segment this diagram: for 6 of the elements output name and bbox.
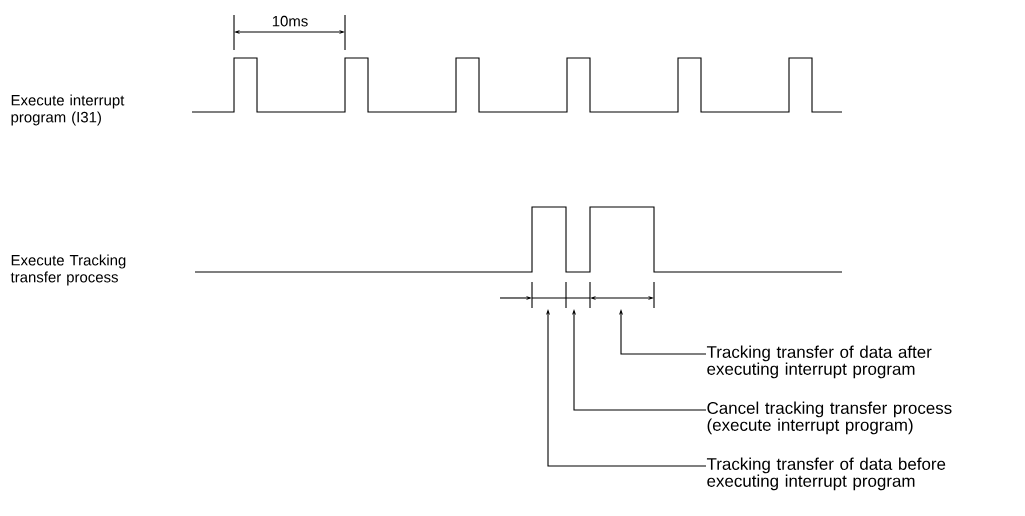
callout-text: Cancel tracking transfer process (execute interrupt program)	[707, 401, 952, 435]
signal-label: Execute Tracking transfer process	[10, 254, 126, 286]
signal-label: Execute interrupt program (I31)	[11, 94, 125, 126]
dimension-label: 10ms	[272, 15, 308, 27]
callout-text: Tracking transfer of data after executing interrupt program	[706, 345, 932, 379]
callout-text: Tracking transfer of data before executing interrupt program	[706, 457, 946, 491]
